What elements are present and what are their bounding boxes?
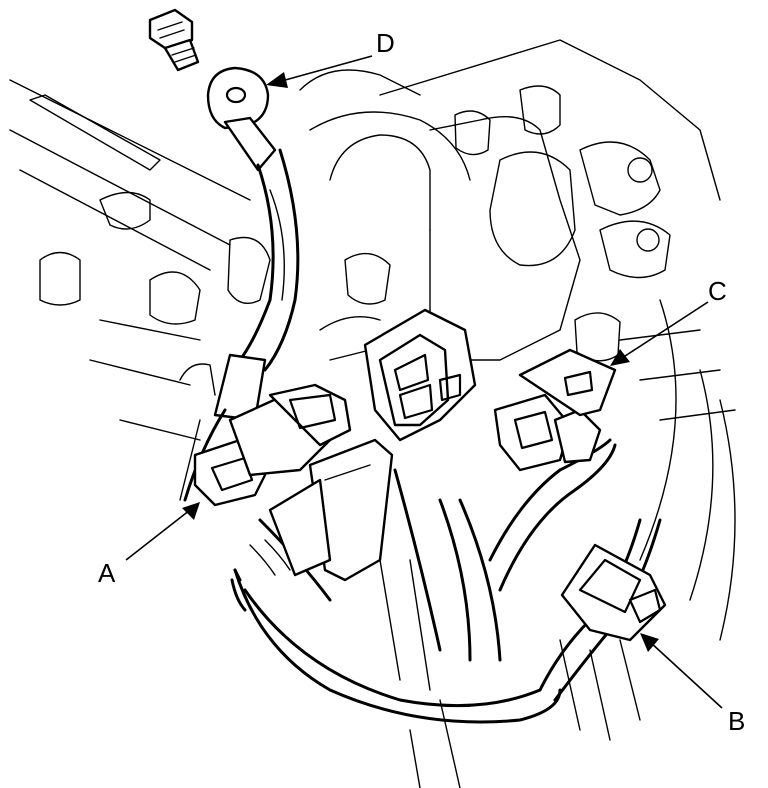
callout-label-c: C: [708, 276, 727, 306]
clip-c: [518, 348, 617, 417]
arrowhead-d: [266, 72, 288, 88]
ground-cable: [183, 148, 300, 502]
arrowhead-c: [610, 349, 630, 366]
ground-bolt: [148, 8, 200, 72]
side-connectors: [493, 393, 602, 472]
upper-connector: [363, 308, 477, 442]
arrowhead-b: [640, 633, 659, 652]
clip-a: [193, 383, 352, 507]
leader-a: [125, 509, 191, 561]
callout-label-a: A: [98, 558, 116, 588]
leader-b: [649, 641, 723, 709]
callout-leaders: [125, 55, 723, 709]
arrowhead-a: [182, 502, 200, 520]
leader-d: [277, 55, 373, 83]
clip-b: [560, 543, 667, 642]
connector-block: [268, 438, 394, 582]
leader-c: [621, 301, 709, 359]
callout-label-b: B: [728, 706, 745, 736]
callout-label-d: D: [376, 28, 395, 58]
ground-terminal: [206, 66, 277, 172]
engine-background: [9, 39, 736, 788]
